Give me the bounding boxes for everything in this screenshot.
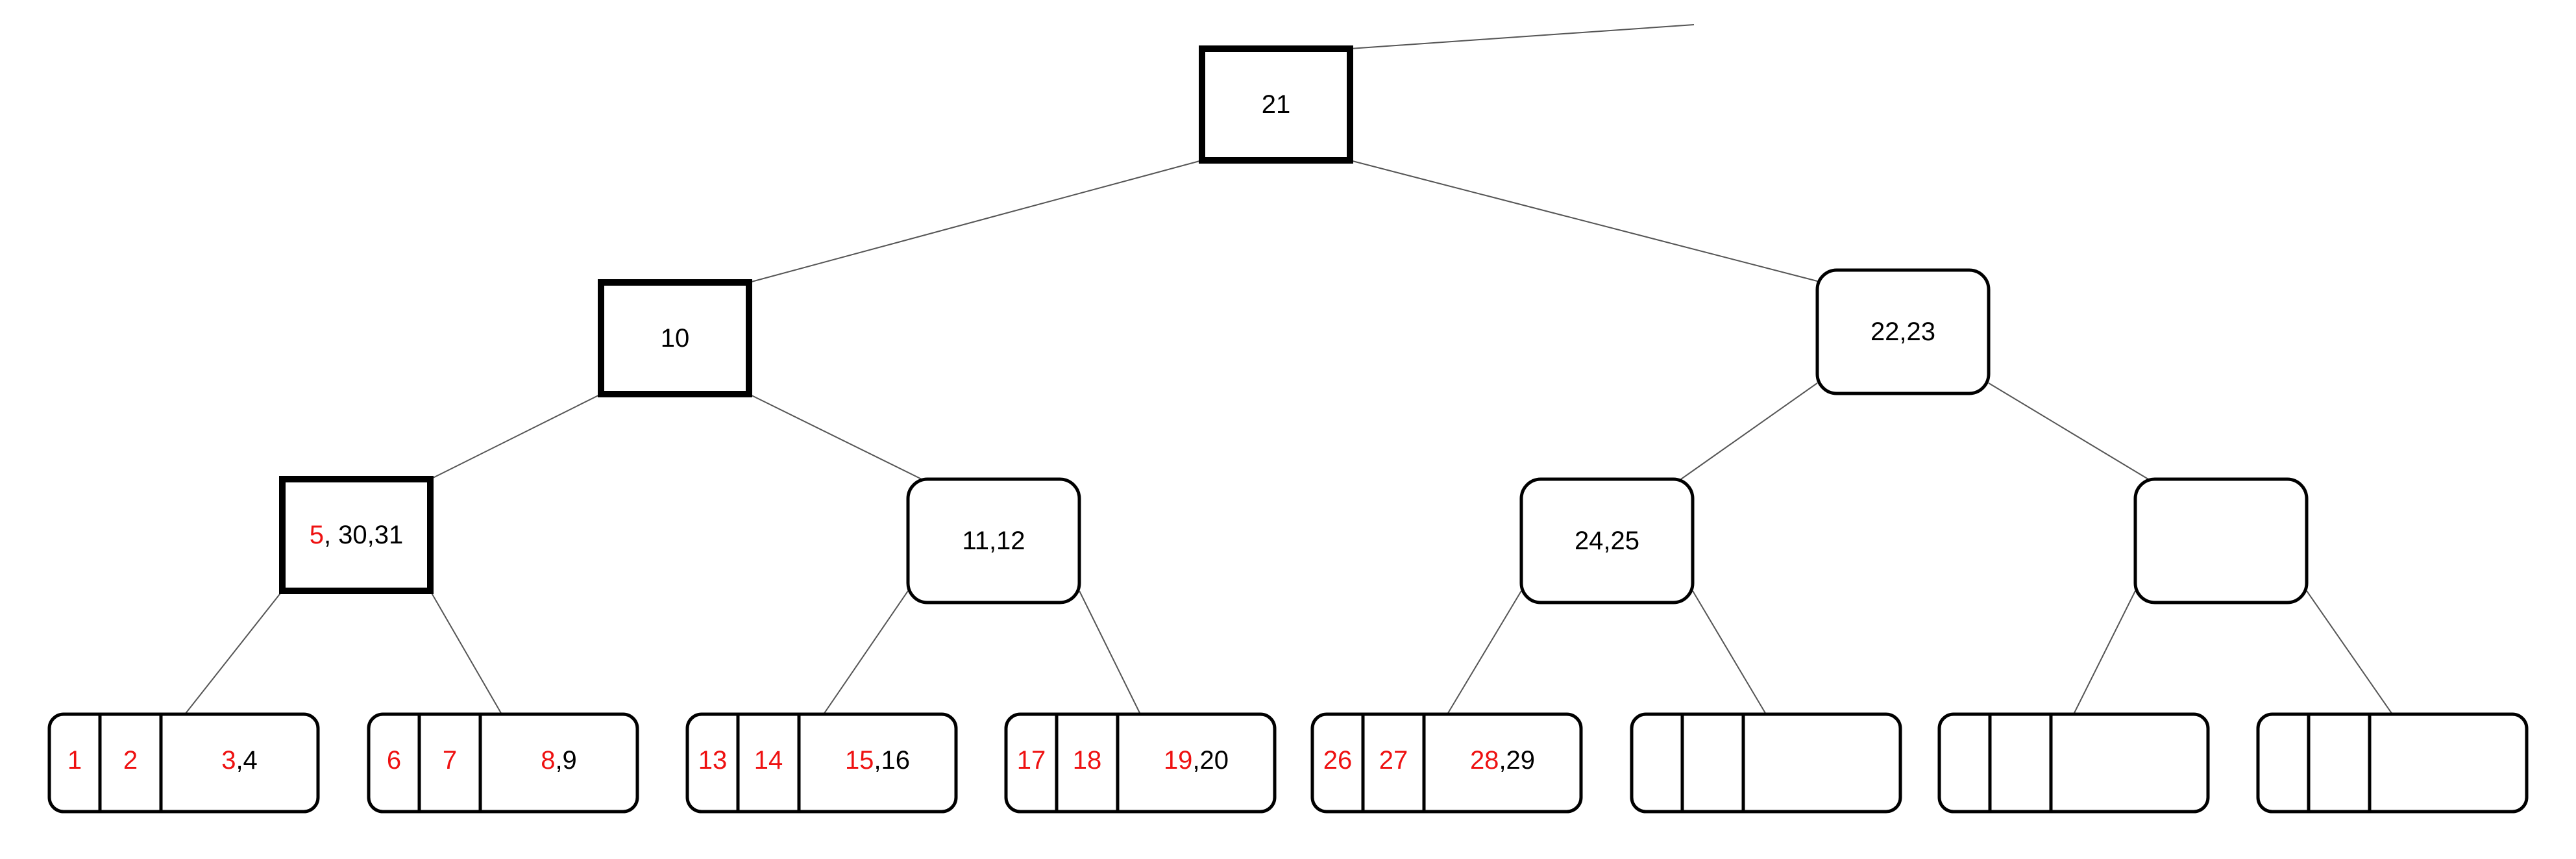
leaf-node <box>1630 712 1902 814</box>
leaf-key-1: 13 <box>698 746 728 775</box>
leaf-node: 13 14 15,16 <box>685 712 958 814</box>
leaf-box <box>1630 712 1902 814</box>
leaf-key-3: 19,20 <box>1164 746 1229 775</box>
leaf-key-3: 15,16 <box>845 746 910 775</box>
leaf-key-3: 3,4 <box>221 746 258 775</box>
tree-edge <box>430 590 502 715</box>
node-24-25-label: 24,25 <box>1575 527 1639 555</box>
node-5-30-31: 5, 30,31 <box>279 476 434 594</box>
leaf-box <box>367 712 639 814</box>
node-24-25-box <box>1519 477 1695 604</box>
leaf-key-2: 2 <box>123 746 138 775</box>
node-21-box <box>1199 45 1353 164</box>
node-empty <box>2133 477 2309 604</box>
tree-edge <box>2073 590 2136 715</box>
leaf-key-1: 1 <box>67 746 82 775</box>
leaf-key-2: 27 <box>1379 746 1408 775</box>
leaf-key-1: 26 <box>1323 746 1353 775</box>
tree-edge <box>748 160 1203 283</box>
leaf-key-3: 28,29 <box>1470 746 1535 775</box>
leaf-box <box>47 712 320 814</box>
tree-edges <box>184 24 2393 715</box>
node-empty-box <box>2133 477 2309 604</box>
tree-edge <box>1692 590 1767 715</box>
leaf-box <box>1310 712 1583 814</box>
leaf-key-1: 6 <box>387 746 401 775</box>
node-10-label: 10 <box>661 324 690 353</box>
tree-edge <box>823 590 909 715</box>
tree-nodes: 21 10 22,23 5, 30,31 11,12 24,25 <box>279 45 2309 604</box>
node-21: 21 <box>1199 45 1353 164</box>
node-5-30-31-label: 5, 30,31 <box>310 521 404 549</box>
leaf-node: 26 27 28,29 <box>1310 712 1583 814</box>
leaf-key-2: 14 <box>754 746 783 775</box>
node-10: 10 <box>598 279 752 397</box>
node-22-23-label: 22,23 <box>1871 317 1935 346</box>
tree-edge <box>1988 382 2149 480</box>
tree-edge <box>1349 160 1818 282</box>
leaf-key-2: 7 <box>443 746 457 775</box>
leaf-key-1: 17 <box>1017 746 1046 775</box>
tree-edge <box>1680 382 1818 480</box>
node-22-23: 22,23 <box>1815 268 1991 395</box>
tree-edge <box>748 393 922 480</box>
leaf-box <box>1004 712 1277 814</box>
tree-edge <box>184 590 283 715</box>
node-10-box <box>598 279 752 397</box>
tree-edge <box>1079 590 1141 715</box>
node-24-25: 24,25 <box>1519 477 1695 604</box>
leaf-node <box>1937 712 2210 814</box>
leaf-key-3: 8,9 <box>541 746 577 775</box>
leaf-node: 17 18 19,20 <box>1004 712 1277 814</box>
node-5-30-31-box <box>279 476 434 594</box>
node-11-12-label: 11,12 <box>962 527 1025 555</box>
leaf-box <box>2256 712 2529 814</box>
tree-edge <box>1349 24 1695 49</box>
node-21-label: 21 <box>1262 90 1291 119</box>
tree-edge <box>1447 590 1522 715</box>
tree-edge <box>2306 590 2393 715</box>
node-11-12: 11,12 <box>906 477 1081 604</box>
leaf-box <box>1937 712 2210 814</box>
node-11-12-box <box>906 477 1081 604</box>
leaf-node <box>2256 712 2529 814</box>
leaf-key-2: 18 <box>1073 746 1102 775</box>
tree-edge <box>430 393 602 480</box>
leaf-box <box>685 712 958 814</box>
node-22-23-box <box>1815 268 1991 395</box>
